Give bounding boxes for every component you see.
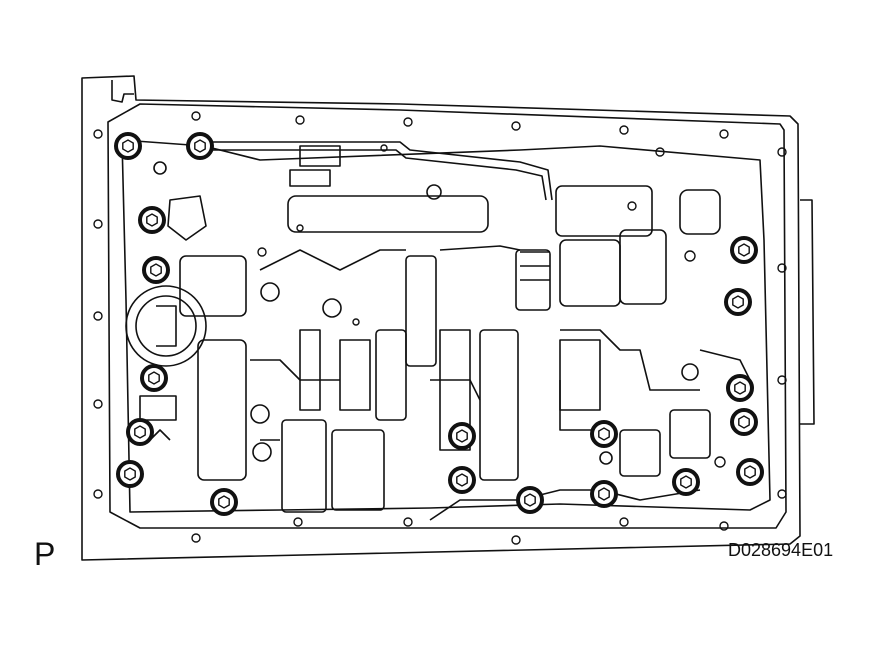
accumulator-slot bbox=[156, 305, 177, 347]
bolt-head bbox=[524, 493, 536, 507]
view-label: P bbox=[34, 536, 56, 572]
perimeter-holes bbox=[93, 111, 787, 545]
bolt-ring bbox=[142, 256, 170, 284]
bolt-ring bbox=[672, 468, 700, 496]
spool-2 bbox=[331, 429, 385, 511]
plugs bbox=[153, 161, 699, 465]
solenoid-far-right bbox=[679, 189, 721, 235]
bolt-ring bbox=[448, 422, 476, 450]
top-boss bbox=[111, 80, 134, 103]
bolt-head bbox=[738, 415, 750, 429]
bolt-ring bbox=[448, 466, 476, 494]
bolt-head bbox=[732, 295, 744, 309]
bolt-ring bbox=[138, 206, 166, 234]
solenoid-right bbox=[559, 239, 621, 307]
bolt-ring bbox=[726, 374, 754, 402]
spool-3 bbox=[405, 255, 437, 367]
left-detail bbox=[139, 195, 207, 441]
bolt-ring bbox=[126, 418, 154, 446]
bolt-ring bbox=[730, 408, 758, 436]
spool-8 bbox=[619, 429, 661, 477]
bolt-ring bbox=[114, 132, 142, 160]
upper-tube bbox=[190, 141, 553, 201]
solenoid-left-lower bbox=[197, 339, 247, 481]
accumulator-inner bbox=[135, 295, 197, 357]
spool-7 bbox=[669, 409, 711, 459]
detail-lines bbox=[289, 145, 601, 451]
accumulator-outer bbox=[125, 285, 207, 367]
bolt-ring bbox=[730, 236, 758, 264]
bolt-ring bbox=[186, 132, 214, 160]
highlighted-bolts bbox=[114, 132, 764, 516]
spool-1 bbox=[281, 419, 327, 513]
bolt-ring bbox=[516, 486, 544, 514]
bolt-head bbox=[134, 425, 146, 439]
bolt-head bbox=[598, 487, 610, 501]
bolt-head bbox=[738, 243, 750, 257]
bolt-ring bbox=[736, 458, 764, 486]
bolt-head bbox=[146, 213, 158, 227]
bolt-head bbox=[194, 139, 206, 153]
solenoid-center bbox=[287, 195, 489, 233]
bolt-head bbox=[734, 381, 746, 395]
bolt-ring bbox=[590, 480, 618, 508]
valve-body-plate bbox=[121, 139, 771, 513]
bolt-ring bbox=[724, 288, 752, 316]
solenoid-right-2 bbox=[619, 229, 667, 305]
bolt-head bbox=[456, 473, 468, 487]
bolt-head bbox=[598, 427, 610, 441]
bolt-head bbox=[218, 495, 230, 509]
bolt-head bbox=[122, 139, 134, 153]
bolt-head bbox=[744, 465, 756, 479]
bolt-ring bbox=[590, 420, 618, 448]
bolt-ring bbox=[140, 364, 168, 392]
case-inner-outline bbox=[107, 103, 787, 529]
solenoid-right-top bbox=[555, 185, 653, 237]
spool-6 bbox=[375, 329, 407, 421]
figure-code: D028694E01 bbox=[728, 540, 834, 560]
bolt-head bbox=[456, 429, 468, 443]
bolt-head bbox=[148, 371, 160, 385]
solenoid-left bbox=[179, 255, 247, 317]
case-side-tab bbox=[800, 199, 815, 425]
bolt-head bbox=[680, 475, 692, 489]
spool-4 bbox=[479, 329, 519, 481]
case-outline bbox=[81, 75, 801, 561]
bolt-head bbox=[124, 467, 136, 481]
bolt-ring bbox=[210, 488, 238, 516]
bolt-head bbox=[150, 263, 162, 277]
bolt-ring bbox=[116, 460, 144, 488]
